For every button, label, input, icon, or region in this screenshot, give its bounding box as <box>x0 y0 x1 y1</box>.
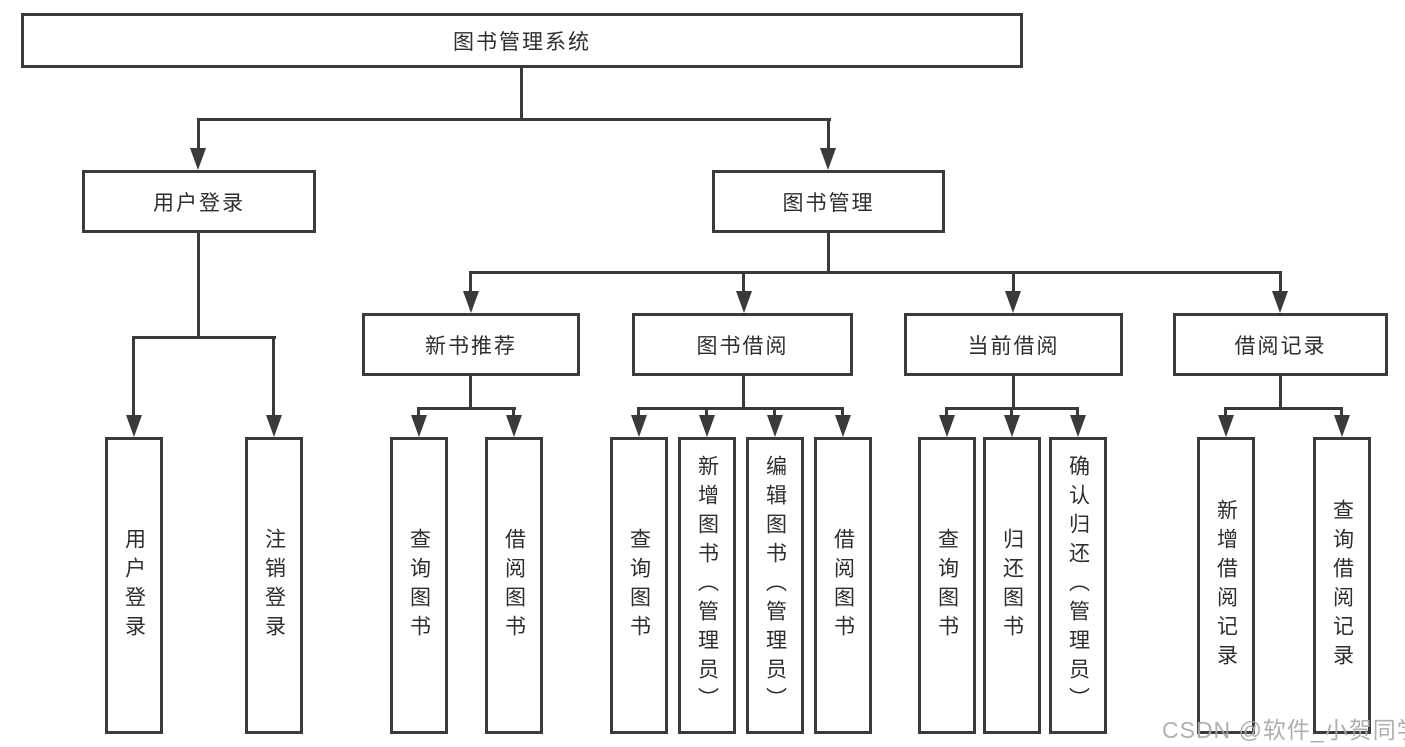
node-borrow-record: 借阅记录 <box>1173 313 1388 376</box>
arrow-down-icon <box>820 148 836 170</box>
node-user-login: 用户登录 <box>82 170 316 233</box>
arrow-down-icon <box>1070 415 1086 437</box>
arrow-down-icon <box>1218 415 1234 437</box>
leaf-borrow-book-2: 借阅图书 <box>814 437 872 734</box>
leaf-logout: 注销登录 <box>245 437 303 734</box>
connector-drop <box>637 407 640 418</box>
connector-drop <box>841 407 844 418</box>
arrow-down-icon <box>266 415 282 437</box>
arrow-down-icon <box>835 415 851 437</box>
arrow-down-icon <box>506 415 522 437</box>
connector-bar <box>417 407 516 410</box>
leaf-user-login: 用户登录 <box>105 437 163 734</box>
leaf-query-book-3: 查询图书 <box>918 437 976 734</box>
connector-root-bar <box>197 118 831 121</box>
connector-drop <box>1010 407 1013 418</box>
connector-drop <box>945 407 948 418</box>
connector-drop <box>1340 407 1343 418</box>
leaf-edit-book-admin: 编辑图书（管理员） <box>746 437 804 734</box>
node-book-borrow: 图书借阅 <box>632 313 853 376</box>
arrow-down-icon <box>126 415 142 437</box>
connector-stem <box>197 233 200 336</box>
connector-drop <box>272 336 275 418</box>
leaf-return-book: 归还图书 <box>983 437 1041 734</box>
connector-drop <box>417 407 420 418</box>
node-new-book: 新书推荐 <box>362 313 580 376</box>
node-book-mgmt: 图书管理 <box>712 170 945 233</box>
connector-bar <box>637 407 844 410</box>
node-root: 图书管理系统 <box>21 13 1023 68</box>
connector-drop <box>132 336 135 418</box>
arrow-down-icon <box>463 291 479 313</box>
connector-drop <box>197 118 200 152</box>
connector-drop <box>827 118 830 152</box>
connector-drop <box>1224 407 1227 418</box>
connector-stem <box>469 376 472 407</box>
leaf-query-book-2: 查询图书 <box>610 437 668 734</box>
connector-bar <box>1224 407 1343 410</box>
connector-stem <box>827 233 830 274</box>
connector-stem <box>1279 376 1282 407</box>
leaf-query-book-1: 查询图书 <box>390 437 448 734</box>
leaf-add-record: 新增借阅记录 <box>1197 437 1255 734</box>
connector-stem <box>1012 376 1015 407</box>
arrow-down-icon <box>699 415 715 437</box>
connector-root-stem <box>520 68 523 120</box>
arrow-down-icon <box>736 291 752 313</box>
node-current-borrow: 当前借阅 <box>904 313 1123 376</box>
connector-drop <box>1076 407 1079 418</box>
leaf-confirm-return: 确认归还（管理员） <box>1049 437 1107 734</box>
arrow-down-icon <box>1005 291 1021 313</box>
connector-stem <box>742 376 745 407</box>
connector-drop <box>1279 271 1282 293</box>
csdn-watermark: CSDN @软件_小贺同学 <box>1162 717 1405 743</box>
arrow-down-icon <box>939 415 955 437</box>
arrow-down-icon <box>1334 415 1350 437</box>
connector-bar <box>132 336 276 339</box>
arrow-down-icon <box>767 415 783 437</box>
connector-drop <box>773 407 776 418</box>
connector-bar <box>469 271 1282 274</box>
connector-drop <box>742 271 745 293</box>
connector-drop <box>1012 271 1015 293</box>
connector-drop <box>705 407 708 418</box>
arrow-down-icon <box>1004 415 1020 437</box>
leaf-add-book-admin: 新增图书（管理员） <box>678 437 736 734</box>
arrow-down-icon <box>190 148 206 170</box>
leaf-query-record: 查询借阅记录 <box>1313 437 1371 734</box>
arrow-down-icon <box>631 415 647 437</box>
leaf-borrow-book-1: 借阅图书 <box>485 437 543 734</box>
connector-drop <box>469 271 472 293</box>
arrow-down-icon <box>1272 291 1288 313</box>
connector-drop <box>512 407 515 418</box>
arrow-down-icon <box>411 415 427 437</box>
